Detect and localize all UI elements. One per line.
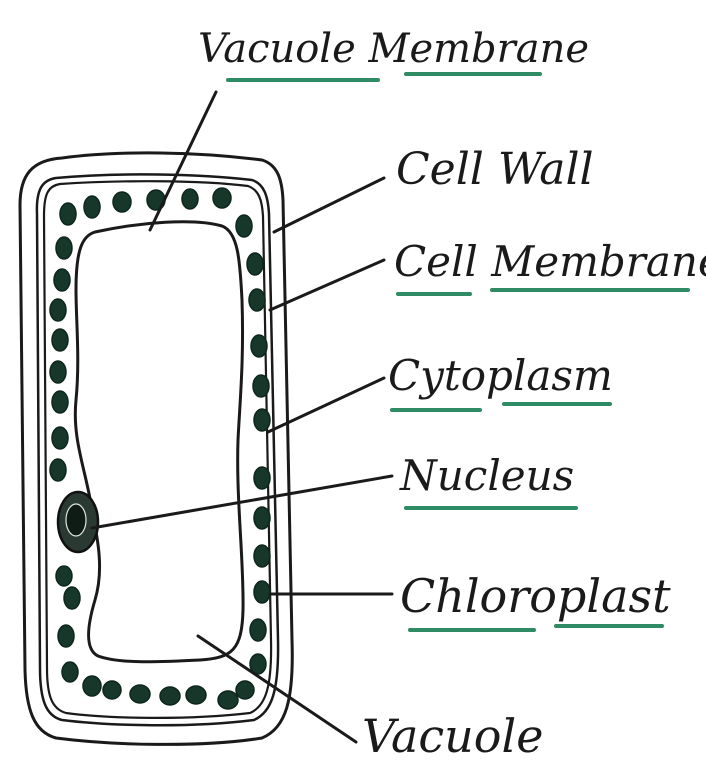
- chloroplast: [130, 685, 150, 703]
- chloroplast: [254, 581, 270, 603]
- chloroplast: [58, 625, 74, 647]
- chloroplast: [84, 196, 100, 218]
- chloroplast: [254, 467, 270, 489]
- label-cell-wall: Cell Wall: [396, 144, 594, 195]
- chloroplast: [186, 686, 206, 704]
- label-vacuole: Vacuole: [362, 709, 543, 763]
- chloroplast: [213, 188, 231, 208]
- chloroplast: [50, 299, 66, 321]
- nucleolus: [66, 504, 86, 536]
- chloroplast: [251, 335, 267, 357]
- label-nucleus: Nucleus: [399, 451, 574, 500]
- chloroplast: [182, 189, 198, 209]
- chloroplast: [249, 289, 265, 311]
- chloroplast: [236, 681, 254, 699]
- chloroplast: [56, 566, 72, 586]
- underline-vacuole-membrane: [228, 74, 540, 80]
- vacuole-membrane-outline: [75, 222, 243, 662]
- underline-chloroplast: [410, 626, 662, 630]
- chloroplast: [54, 269, 70, 291]
- chloroplast: [254, 545, 270, 567]
- chloroplast: [50, 459, 66, 481]
- chloroplast: [113, 192, 131, 212]
- label-chloroplast: Chloroplast: [400, 569, 671, 623]
- chloroplast: [247, 253, 263, 275]
- chloroplast: [56, 237, 72, 259]
- chloroplast: [64, 587, 80, 609]
- pointer-vacuole-membrane: [150, 92, 216, 230]
- pointer-lines: [92, 92, 392, 742]
- chloroplast: [254, 507, 270, 529]
- label-cytoplasm: Cytoplasm: [388, 351, 613, 400]
- chloroplast: [236, 215, 252, 237]
- chloroplast: [52, 391, 68, 413]
- chloroplast: [83, 676, 101, 696]
- chloroplast: [50, 361, 66, 383]
- label-cell-membrane: Cell Membrane: [394, 237, 706, 286]
- chloroplast: [250, 619, 266, 641]
- chloroplast: [253, 375, 269, 397]
- chloroplast: [103, 681, 121, 699]
- pointer-cell-membrane: [270, 260, 384, 310]
- chloroplast: [62, 662, 78, 682]
- underline-cytoplasm: [392, 404, 610, 410]
- chloroplast: [52, 427, 68, 449]
- label-vacuole-membrane: Vacuole Membrane: [198, 26, 589, 72]
- chloroplast: [160, 687, 180, 705]
- underline-cell-membrane: [398, 290, 688, 294]
- nucleus: [58, 492, 98, 552]
- chloroplast: [254, 409, 270, 431]
- pointer-cell-wall: [274, 178, 384, 232]
- pointer-nucleus: [92, 476, 392, 528]
- chloroplast: [60, 203, 76, 225]
- chloroplast: [52, 329, 68, 351]
- chloroplast: [218, 691, 238, 709]
